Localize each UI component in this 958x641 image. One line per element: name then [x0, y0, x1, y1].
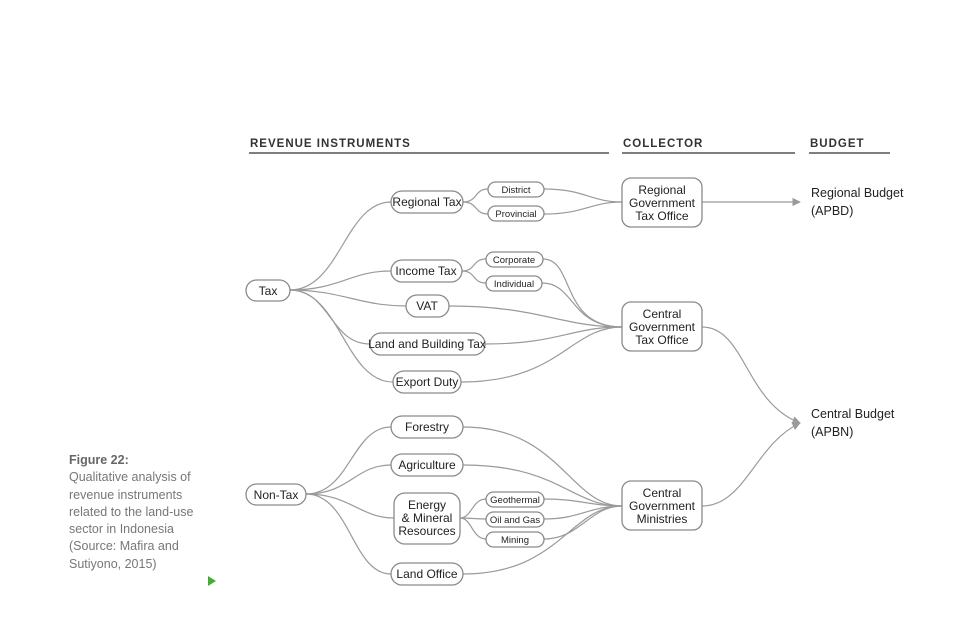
edge-tax-export-duty: [289, 289, 394, 383]
svg-text:Tax Office: Tax Office: [635, 333, 688, 347]
node-export-duty: Export Duty: [392, 370, 462, 394]
header-budget: BUDGET: [810, 138, 865, 150]
node-individual: Individual: [485, 275, 543, 292]
edge-district-regional-collector: [543, 188, 623, 203]
svg-text:Agriculture: Agriculture: [398, 458, 456, 472]
node-forestry: Forestry: [390, 415, 464, 439]
edge-agriculture-ministries: [462, 464, 623, 507]
figure-caption-body: Qualitative analysis of revenue instrume…: [69, 470, 194, 571]
edge-nontax-land-office: [305, 493, 392, 575]
edge-corporate-central-tax: [542, 258, 623, 328]
arrow-central-tax-to-apbn: [701, 326, 801, 425]
node-central-government-ministries: Central Government Ministries: [621, 480, 703, 531]
svg-text:Central: Central: [643, 307, 682, 321]
edge-forestry-ministries: [462, 426, 623, 507]
svg-text:Export Duty: Export Duty: [396, 375, 459, 389]
node-regional-tax: Regional Tax: [390, 190, 464, 214]
svg-text:Oil and Gas: Oil and Gas: [490, 515, 540, 526]
node-tax: Tax: [245, 279, 291, 302]
svg-text:Forestry: Forestry: [405, 420, 449, 434]
edge-tax-vat: [289, 289, 407, 307]
edge-income-individual: [461, 270, 487, 284]
svg-text:Ministries: Ministries: [637, 512, 688, 526]
figure-caption-title: Figure 22:: [69, 453, 129, 467]
svg-text:Corporate: Corporate: [493, 255, 535, 266]
svg-text:Central: Central: [643, 486, 682, 500]
column-headers: REVENUE INSTRUMENTS COLLECTOR BUDGET: [249, 138, 890, 154]
edge-mining-ministries: [543, 505, 623, 540]
budget-central-name: Central Budget: [811, 407, 895, 421]
svg-text:Regional Tax: Regional Tax: [392, 195, 461, 209]
edge-nontax-forestry: [305, 426, 392, 495]
node-vat: VAT: [405, 294, 450, 318]
node-land-office: Land Office: [390, 562, 464, 586]
svg-text:Land Office: Land Office: [396, 567, 457, 581]
svg-text:Government: Government: [629, 196, 696, 210]
node-energy-mineral-resources: Energy & Mineral Resources: [393, 492, 461, 545]
arrow-ministries-to-apbn: [701, 422, 801, 507]
svg-text:Tax Office: Tax Office: [635, 209, 688, 223]
svg-text:Provincial: Provincial: [495, 209, 536, 220]
svg-text:Individual: Individual: [494, 279, 534, 290]
edge-tax-regional-tax: [289, 201, 392, 291]
budget-central-code: (APBN): [811, 425, 853, 439]
svg-text:Government: Government: [629, 499, 696, 513]
svg-text:Non-Tax: Non-Tax: [254, 488, 299, 502]
edge-land-office-ministries: [462, 505, 623, 575]
svg-text:Land and Building Tax: Land and Building Tax: [368, 337, 486, 351]
budget-labels: Regional Budget (APBD) Central Budget (A…: [811, 186, 904, 439]
node-land-building-tax: Land and Building Tax: [368, 332, 486, 356]
svg-text:Regional: Regional: [638, 183, 685, 197]
svg-text:& Mineral: & Mineral: [402, 511, 453, 525]
budget-regional-name: Regional Budget: [811, 186, 904, 200]
edge-provincial-regional-collector: [543, 201, 623, 215]
connector-lines: [289, 188, 801, 575]
svg-text:Government: Government: [629, 320, 696, 334]
edge-export-duty-central-tax: [460, 326, 623, 383]
node-regional-government-tax-office: Regional Government Tax Office: [621, 177, 703, 228]
svg-text:VAT: VAT: [416, 299, 438, 313]
edge-energy-mining: [459, 517, 487, 540]
svg-text:Energy: Energy: [408, 498, 446, 512]
node-geothermal: Geothermal: [485, 491, 545, 508]
header-revenue-instruments: REVENUE INSTRUMENTS: [250, 138, 411, 150]
edge-regional-provincial: [462, 201, 489, 215]
svg-text:Mining: Mining: [501, 535, 529, 546]
node-oil-and-gas: Oil and Gas: [485, 511, 545, 528]
node-agriculture: Agriculture: [390, 453, 464, 477]
svg-text:District: District: [501, 185, 530, 196]
edge-land-building-central-tax: [484, 326, 623, 345]
node-central-government-tax-office: Central Government Tax Office: [621, 301, 703, 352]
diagram-nodes: Tax Non-Tax Regional Tax Income Tax VAT …: [245, 177, 703, 586]
node-provincial: Provincial: [487, 205, 545, 222]
node-district: District: [487, 181, 545, 198]
svg-text:Income Tax: Income Tax: [395, 264, 456, 278]
edge-vat-central-tax: [448, 305, 623, 328]
svg-text:Geothermal: Geothermal: [490, 495, 540, 506]
node-corporate: Corporate: [485, 251, 544, 268]
node-non-tax: Non-Tax: [245, 483, 307, 506]
svg-text:Tax: Tax: [259, 284, 278, 298]
edge-income-corporate: [461, 258, 487, 272]
edge-nontax-energy: [305, 493, 395, 519]
edge-regional-district: [462, 188, 489, 203]
budget-regional-code: (APBD): [811, 204, 853, 218]
play-icon[interactable]: [208, 576, 216, 586]
edge-individual-central-tax: [541, 282, 623, 328]
edge-nontax-agriculture: [305, 464, 392, 495]
edge-tax-income-tax: [289, 270, 392, 291]
node-mining: Mining: [485, 531, 545, 548]
svg-text:Resources: Resources: [398, 524, 455, 538]
header-collector: COLLECTOR: [623, 138, 703, 150]
node-income-tax: Income Tax: [390, 259, 463, 283]
figure-caption: Figure 22: Qualitative analysis of reven…: [69, 452, 204, 573]
edge-energy-geothermal: [459, 498, 487, 519]
